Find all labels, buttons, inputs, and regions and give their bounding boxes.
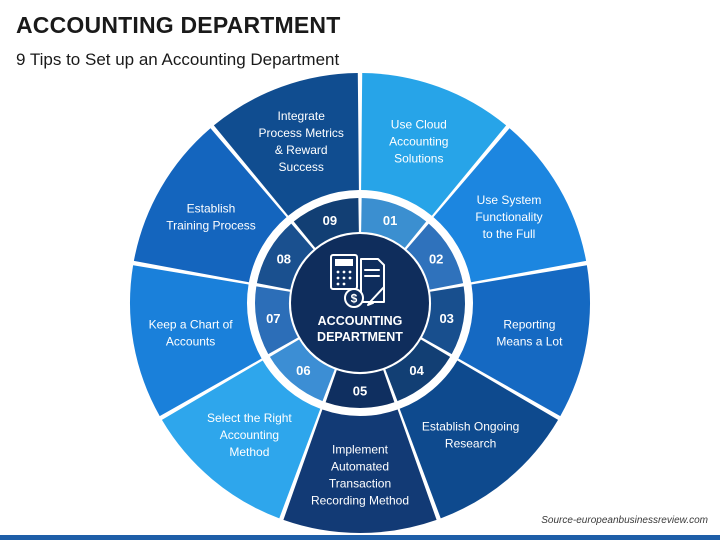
segment-09-label-line-2: Process Metrics: [259, 126, 344, 140]
segment-01-label-line-1: Use Cloud: [391, 117, 447, 131]
inner-segment-01: [361, 198, 427, 248]
segment-08-label-line-2: Training Process: [166, 219, 256, 233]
center-title-line-2: DEPARTMENT: [317, 330, 403, 344]
segment-08-label-line-1: Establish: [187, 202, 236, 216]
segment-02-label-line-3: to the Full: [483, 227, 536, 241]
outer-segment-05: [283, 409, 437, 533]
segment-09-label-line-4: Success: [279, 160, 324, 174]
segment-02-label-line-2: Functionality: [475, 210, 542, 224]
segment-number-02: 02: [429, 252, 443, 267]
source-credit: Source-europeanbusinessreview.com: [541, 515, 708, 526]
segment-06-label-line-2: Accounting: [220, 428, 279, 442]
segment-07-label-line-1: Keep a Chart of: [149, 317, 234, 331]
segment-number-07: 07: [266, 311, 280, 326]
segment-05-label-line-1: Implement: [332, 443, 389, 457]
segment-06-label-line-3: Method: [229, 445, 269, 459]
outer-segment-07: [129, 265, 262, 417]
segment-number-04: 04: [409, 363, 424, 378]
segment-03-label-line-1: Reporting: [503, 317, 555, 331]
inner-segment-08: [256, 223, 314, 290]
inner-segment-02: [406, 223, 464, 290]
segment-number-03: 03: [439, 311, 453, 326]
svg-text:$: $: [351, 292, 358, 306]
segment-04-label-line-2: Research: [445, 436, 496, 450]
outer-segment-04: [399, 360, 559, 519]
inner-segment-05: [325, 370, 395, 409]
page-subtitle: 9 Tips to Set up an Accounting Departmen…: [16, 50, 340, 69]
inner-segment-09: [293, 198, 359, 248]
outer-segment-02: [433, 128, 587, 283]
calculator-document-dollar-icon: $: [330, 254, 385, 308]
segment-03-label-line-2: Means a Lot: [496, 334, 563, 348]
segment-05-label-line-3: Transaction: [329, 477, 391, 491]
segment-04-label-line-1: Establish Ongoing: [422, 419, 519, 433]
page-title: ACCOUNTING DEPARTMENT: [16, 12, 341, 38]
segment-07-label-line-2: Accounts: [166, 334, 215, 348]
segment-05-label-line-2: Automated: [331, 460, 389, 474]
segment-number-05: 05: [353, 384, 367, 399]
segment-number-09: 09: [323, 213, 337, 228]
outer-segment-06: [161, 360, 321, 519]
segment-09-label-line-1: Integrate: [278, 109, 326, 123]
outer-segment-01: [361, 73, 507, 216]
inner-ring: [254, 198, 466, 409]
segment-01-label-line-2: Accounting: [389, 134, 448, 148]
bottom-accent-bar: [0, 535, 720, 540]
outer-segment-09: [213, 73, 359, 216]
segment-number-06: 06: [296, 363, 310, 378]
center-title-line-1: ACCOUNTING: [318, 314, 403, 328]
segment-01-label-line-3: Solutions: [394, 151, 443, 165]
inner-segment-03: [422, 286, 466, 355]
segment-02-label-line-1: Use System: [477, 193, 542, 207]
segment-number-01: 01: [383, 213, 397, 228]
inner-segment-04: [385, 339, 451, 402]
segment-number-08: 08: [277, 252, 291, 267]
segment-06-label-line-1: Select the Right: [207, 411, 292, 425]
outer-segment-08: [133, 128, 287, 283]
inner-segment-06: [269, 339, 335, 402]
segment-09-label-line-3: & Reward: [275, 143, 328, 157]
outer-segment-03: [458, 265, 591, 417]
segment-05-label-line-4: Recording Method: [311, 494, 409, 508]
inner-segment-07: [254, 286, 298, 355]
